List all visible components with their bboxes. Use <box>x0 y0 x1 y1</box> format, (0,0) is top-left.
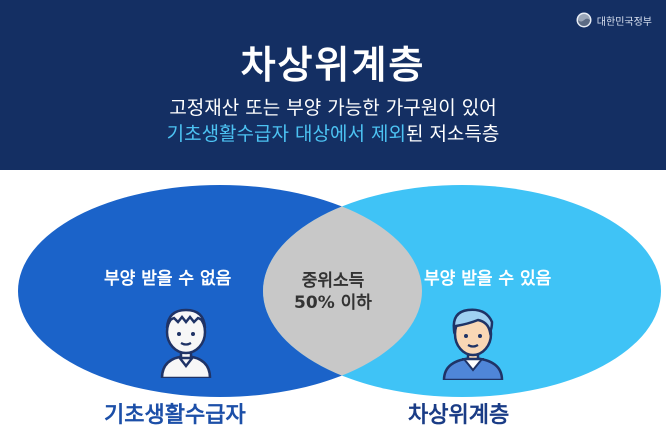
person-icon <box>160 308 212 378</box>
overlap-line-1: 중위소득 <box>301 271 365 291</box>
subtitle-rest: 된 저소득층 <box>405 123 500 145</box>
government-logo-icon <box>576 12 592 28</box>
overlap-region <box>263 185 422 397</box>
person-icon <box>442 308 504 380</box>
right-circle-label: 부양 받을 수 있음 <box>424 269 552 289</box>
government-logo-text: 대한민국정부 <box>596 16 652 28</box>
subtitle-highlight: 기초생활수급자 대상에서 제외 <box>166 123 406 145</box>
right-group-name: 차상위계층 <box>408 403 510 428</box>
subtitle-line-1: 고정재산 또는 부양 가능한 가구원이 있어 <box>169 97 497 119</box>
subtitle-line-2: 기초생활수급자 대상에서 제외된 저소득층 <box>0 122 666 146</box>
header-banner: 대한민국정부 차상위계층 고정재산 또는 부양 가능한 가구원이 있어 기초생활… <box>0 0 666 170</box>
government-logo: 대한민국정부 <box>576 12 652 28</box>
page-title: 차상위계층 <box>240 43 426 87</box>
overlap-line-2: 50% 이하 <box>294 293 372 313</box>
left-group-name: 기초생활수급자 <box>104 403 246 428</box>
left-circle-label: 부양 받을 수 없음 <box>104 269 232 289</box>
